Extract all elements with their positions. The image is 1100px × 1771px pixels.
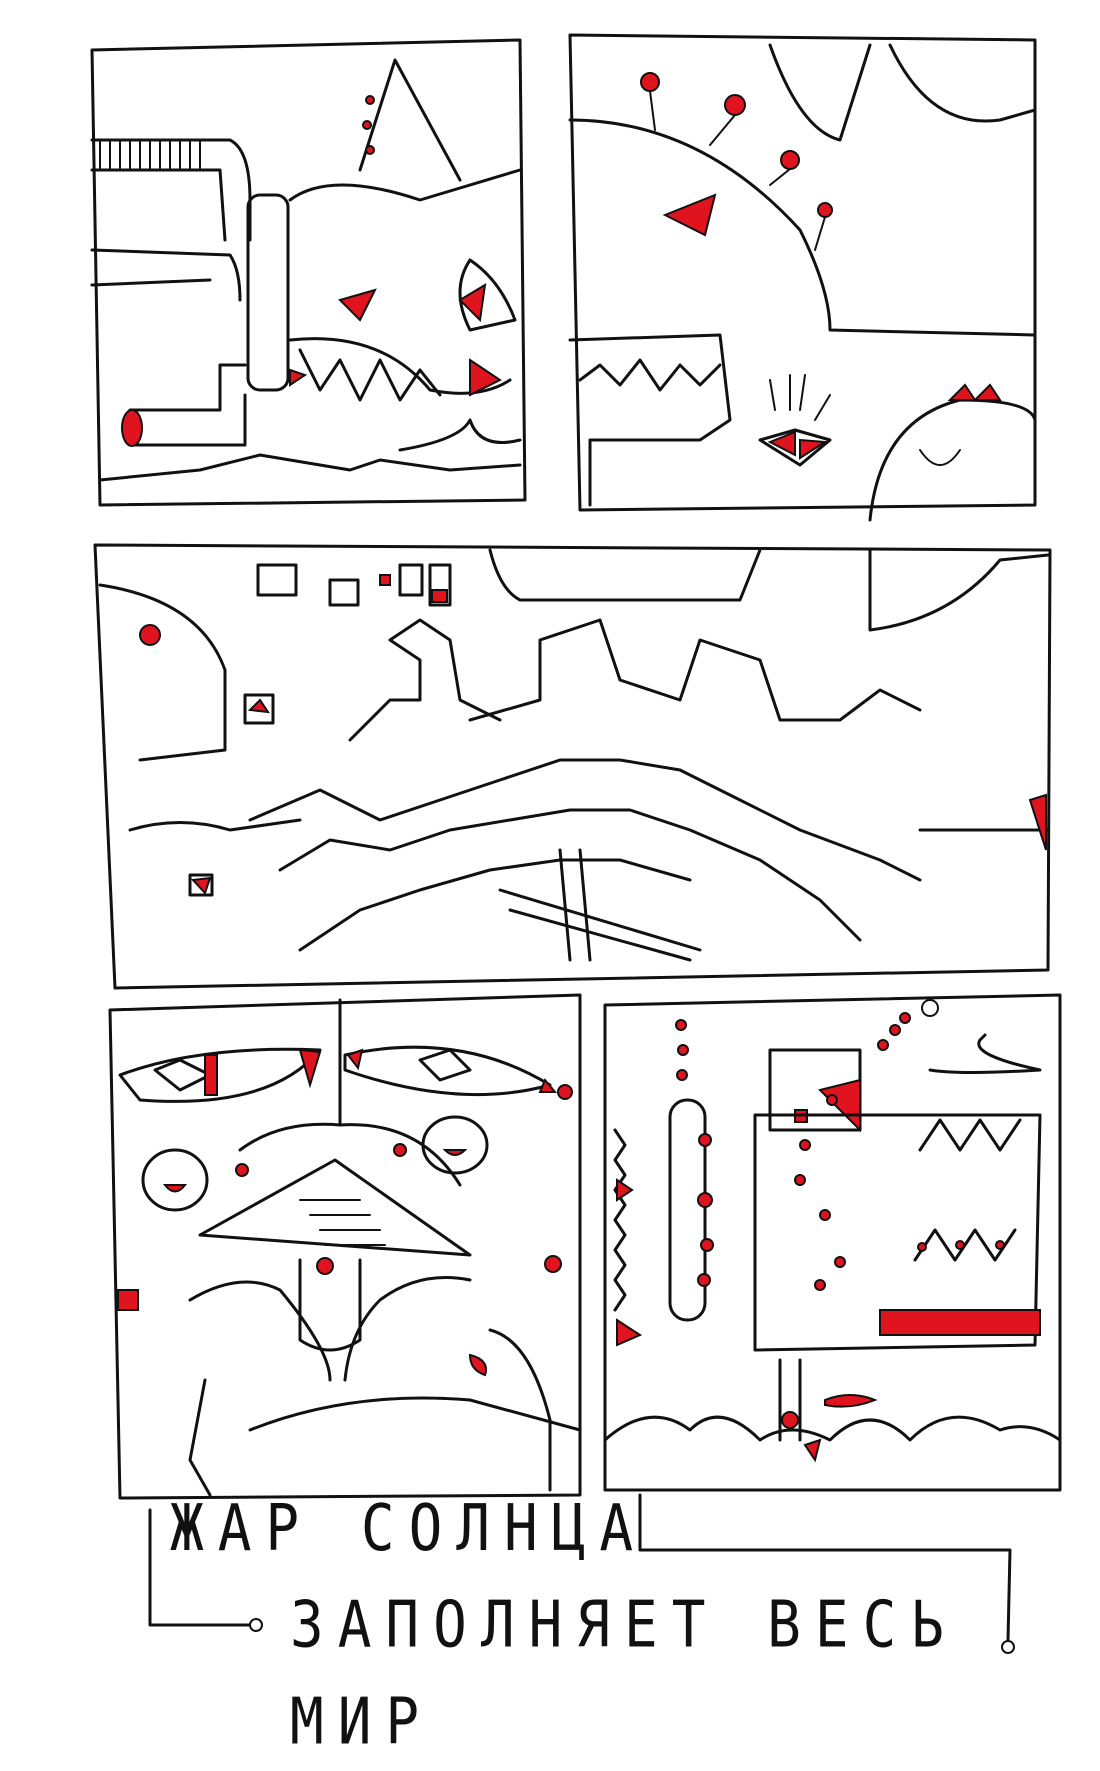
panel-4 bbox=[108, 993, 582, 1500]
panel-3 bbox=[93, 543, 1052, 990]
caption-connector bbox=[148, 1493, 1012, 1642]
panel-5 bbox=[603, 993, 1062, 1492]
caption-line-1: ЖАР СОЛНЦА bbox=[170, 1491, 648, 1567]
caption-line-2: ЗАПОЛНЯЕТ ВЕСЬ МИР bbox=[290, 1588, 959, 1760]
panel-1 bbox=[90, 38, 527, 507]
connector-dot-right bbox=[1001, 1640, 1015, 1654]
caption: ЖАР СОЛНЦА ЗАПОЛНЯЕТ ВЕСЬ МИР bbox=[150, 1481, 1030, 1771]
panel-2 bbox=[568, 33, 1037, 522]
comic-page bbox=[90, 33, 1062, 1654]
connector-dot-left bbox=[249, 1618, 263, 1632]
